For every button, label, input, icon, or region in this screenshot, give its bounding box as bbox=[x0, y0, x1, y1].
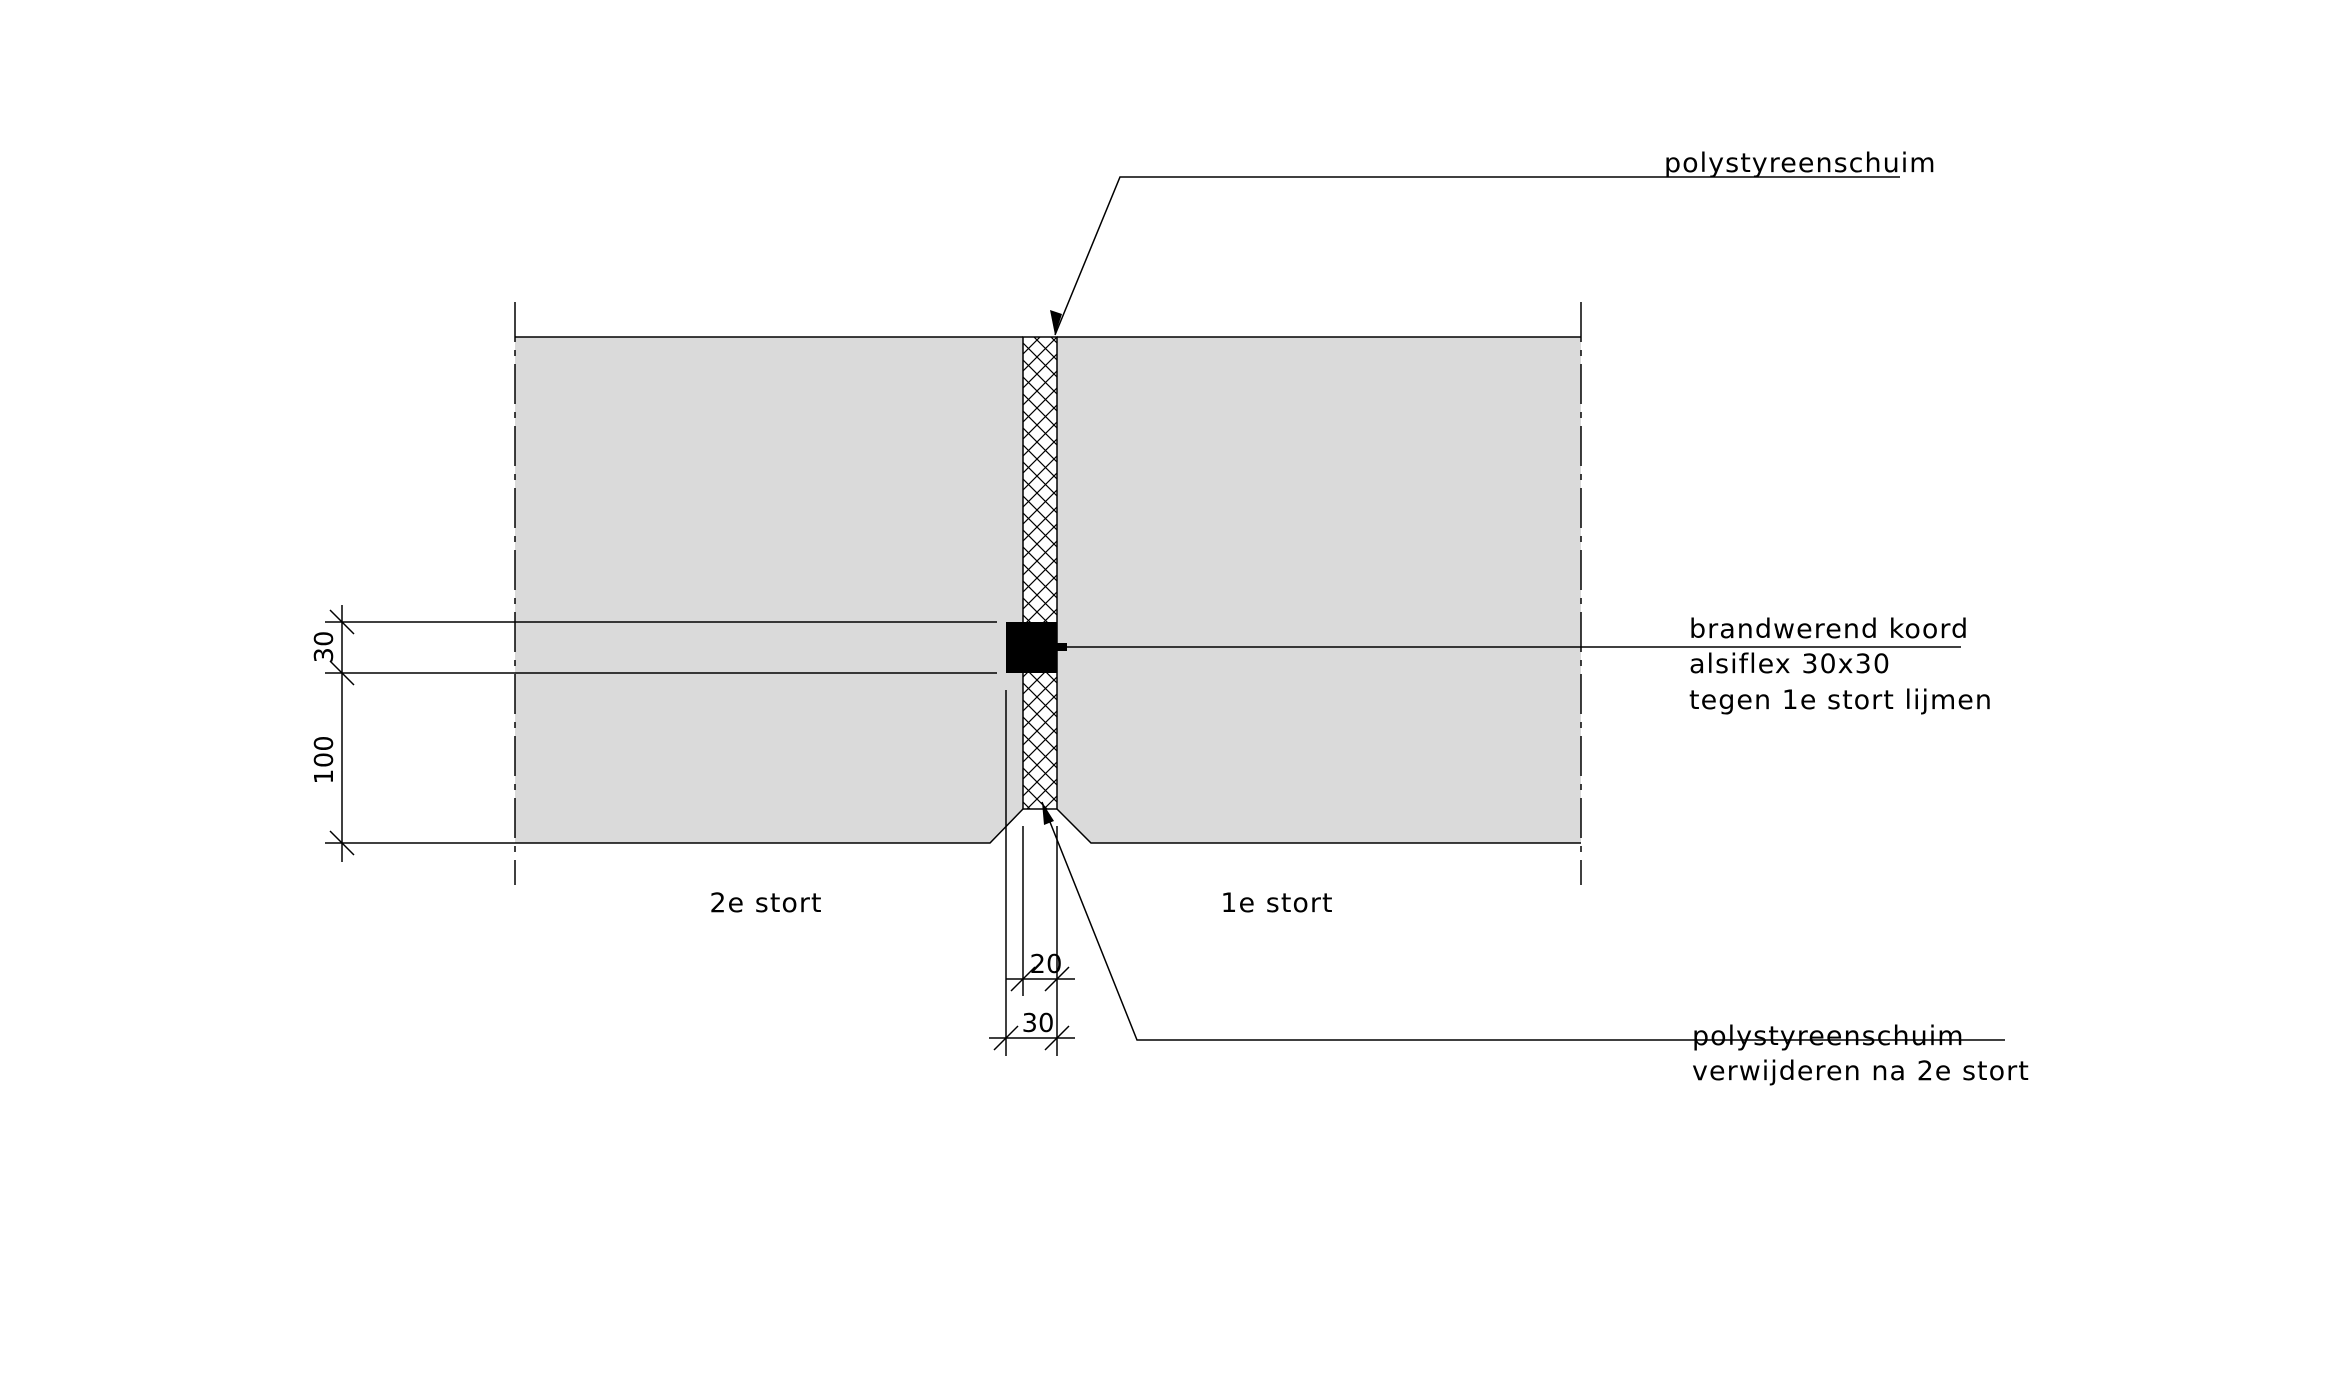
slab-first-pour bbox=[1057, 337, 1581, 843]
slab-second-pour bbox=[515, 337, 1023, 843]
arrowhead-bottom bbox=[1042, 802, 1054, 825]
arrowhead-top bbox=[1050, 310, 1062, 335]
label-cord-line3: tegen 1e stort lijmen bbox=[1689, 685, 1993, 716]
label-cord-line2: alsiflex 30x30 bbox=[1689, 649, 1891, 680]
polystyrene-foam-joint bbox=[1022, 336, 1058, 810]
leader-top-foam bbox=[1054, 176, 1900, 336]
label-bottom-foam-line1: polystyreenschuim bbox=[1692, 1021, 1965, 1052]
horizontal-dimension bbox=[989, 690, 1075, 1056]
dim-cord-height: 30 bbox=[310, 630, 340, 663]
dim-joint-inner: 20 bbox=[1029, 950, 1062, 980]
leader-bottom-foam bbox=[1041, 801, 2005, 1041]
fire-resistant-cord bbox=[1006, 622, 1057, 673]
label-cord-line1: brandwerend koord bbox=[1689, 614, 1969, 645]
label-bottom-foam-line2: verwijderen na 2e stort bbox=[1692, 1056, 2030, 1087]
dim-joint-outer: 30 bbox=[1021, 1009, 1054, 1039]
label-pour-right: 1e stort bbox=[1220, 888, 1333, 919]
dim-cord-offset: 100 bbox=[310, 735, 340, 785]
label-top-foam: polystyreenschuim bbox=[1664, 148, 1937, 179]
vertical-dimension bbox=[325, 605, 997, 862]
label-pour-left: 2e stort bbox=[709, 888, 822, 919]
